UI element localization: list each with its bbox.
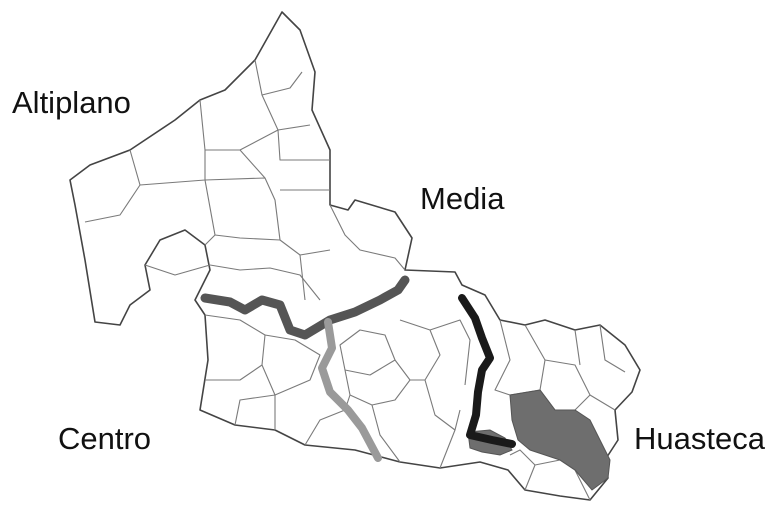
boundary-media-huasteca — [458, 294, 516, 448]
region-label-centro: Centro — [58, 421, 152, 456]
municipality-borders — [84, 59, 626, 501]
region-label-media: Media — [420, 181, 505, 216]
region-label-altiplano: Altiplano — [12, 85, 131, 120]
region-label-huasteca: Huasteca — [634, 421, 765, 456]
state-outline — [69, 11, 641, 501]
boundary-altiplano-centro — [200, 275, 410, 340]
boundary-centro-media — [318, 318, 382, 462]
